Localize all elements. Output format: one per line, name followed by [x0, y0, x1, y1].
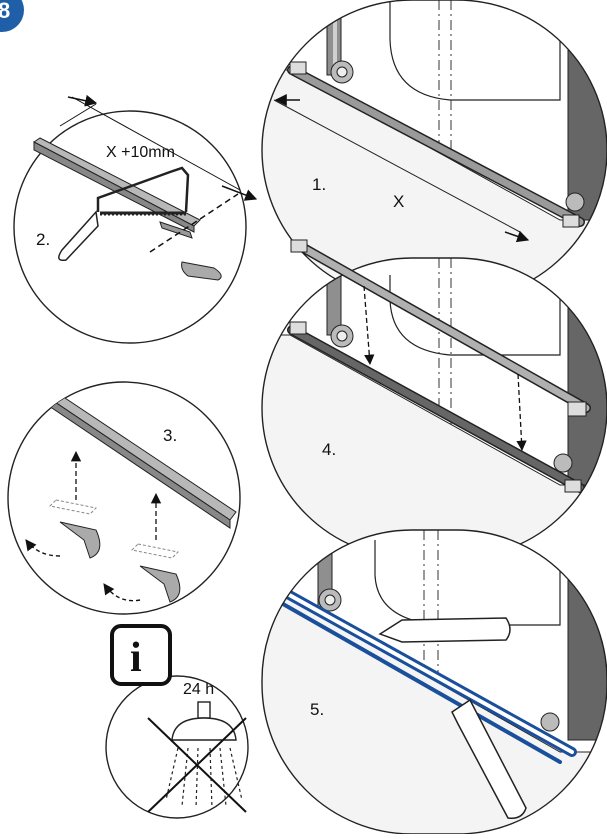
step-4-label: 4. [322, 440, 336, 459]
step-2-label: 2. [36, 230, 50, 249]
panel-step-4-fit: 4. [261, 239, 607, 559]
panel-step-5-seal: 5. [261, 529, 607, 835]
hacksaw-icon [58, 166, 190, 262]
panel-step-2-cut: X +10mm 2. [13, 94, 258, 344]
info-icon [110, 624, 172, 686]
prohibited-cross-icon [147, 717, 247, 813]
step-5-label: 5. [310, 700, 324, 719]
info-symbol: i [130, 635, 142, 681]
shower-icon [165, 701, 243, 809]
panel-step-3-adhesive: 3. [7, 381, 241, 615]
step-3-label: 3. [163, 426, 177, 445]
section-badge: 8 [0, 0, 24, 32]
section-badge-number: 8 [0, 0, 10, 23]
cut-length-label: X +10mm [106, 144, 175, 161]
step-1-label: 1. [312, 175, 326, 194]
measured-length-label: X [393, 192, 404, 211]
wait-time-label: 24 h [183, 681, 214, 698]
info-no-shower-24h: i 24 h [105, 624, 249, 819]
